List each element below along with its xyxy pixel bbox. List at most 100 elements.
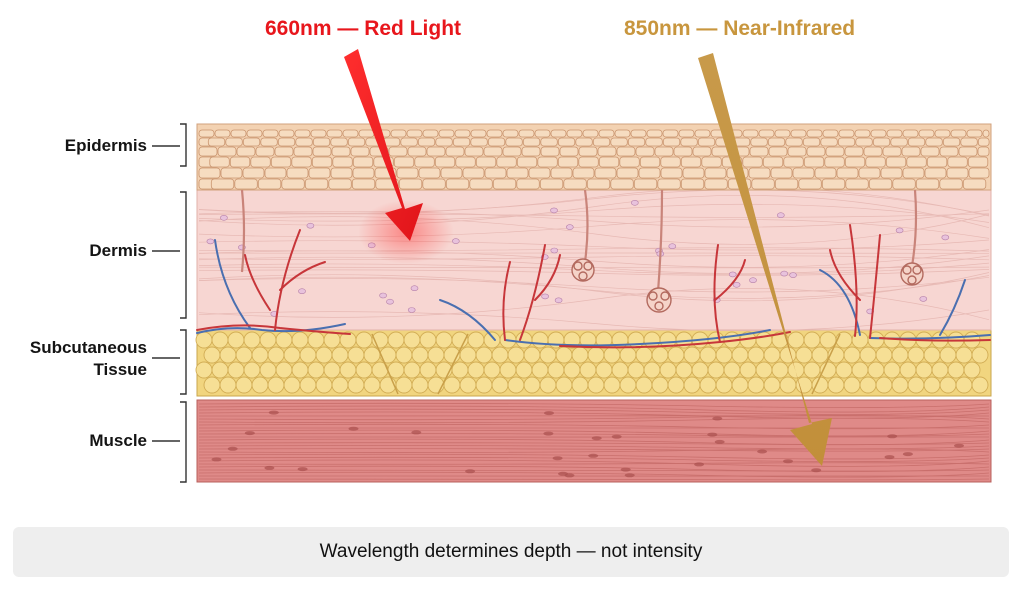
epidermal-cell bbox=[293, 146, 313, 157]
epidermal-cell bbox=[550, 167, 573, 179]
dermal-cell bbox=[220, 215, 228, 221]
fat-cell bbox=[707, 361, 725, 379]
dermal-cell bbox=[379, 292, 387, 299]
muscle-nucleus bbox=[552, 456, 563, 461]
collagen-fiber bbox=[198, 275, 990, 299]
fat-cell bbox=[395, 346, 413, 364]
epidermal-cell bbox=[242, 167, 265, 179]
fat-cell bbox=[307, 331, 325, 349]
dermal-cell bbox=[776, 212, 785, 218]
collagen-fiber bbox=[198, 194, 990, 229]
muscle-nucleus bbox=[884, 455, 895, 460]
epidermal-cell bbox=[496, 156, 517, 168]
muscle-fiber bbox=[198, 462, 990, 465]
epidermal-cell bbox=[414, 156, 435, 168]
fat-cell bbox=[467, 361, 485, 379]
epidermal-cell bbox=[445, 178, 470, 190]
collagen-fiber bbox=[198, 209, 990, 228]
fat-cell bbox=[747, 346, 765, 364]
epidermis-label: Epidermis bbox=[64, 136, 147, 155]
dermis-label: Dermis bbox=[89, 241, 147, 260]
epidermal-cell bbox=[521, 146, 541, 157]
epidermal-cell bbox=[939, 178, 963, 190]
epidermal-cell bbox=[680, 156, 702, 168]
fat-cell bbox=[251, 346, 269, 364]
fat-cell bbox=[555, 346, 573, 364]
collagen-fiber bbox=[198, 309, 990, 332]
fat-cell bbox=[843, 346, 861, 364]
collagen-fiber bbox=[198, 272, 990, 302]
epidermal-cell bbox=[330, 167, 353, 179]
epidermal-cell bbox=[837, 137, 856, 147]
epidermal-cell bbox=[694, 129, 711, 138]
fat-cell bbox=[403, 361, 421, 379]
epidermal-cell bbox=[559, 146, 579, 157]
fat-cell bbox=[475, 346, 493, 364]
epidermal-cell bbox=[270, 156, 292, 168]
epidermal-cell bbox=[692, 146, 712, 157]
fat-cell bbox=[963, 361, 981, 379]
fat-cell bbox=[747, 376, 765, 394]
fat-cell bbox=[331, 346, 349, 364]
fat-cell bbox=[651, 376, 669, 394]
epidermal-cell bbox=[920, 146, 940, 157]
fat-cell bbox=[499, 361, 517, 379]
epidermal-cell bbox=[352, 167, 375, 179]
red-light-arrow bbox=[344, 49, 423, 241]
fat-cell bbox=[859, 376, 877, 394]
epidermal-cell bbox=[697, 137, 716, 147]
muscle-nucleus bbox=[544, 411, 554, 416]
epidermal-cell bbox=[278, 129, 295, 138]
muscle-fiber bbox=[198, 445, 990, 450]
epidermal-cell bbox=[821, 178, 846, 190]
fat-cell bbox=[587, 346, 605, 364]
epidermal-cell bbox=[802, 137, 821, 147]
muscle-fiber bbox=[198, 478, 990, 481]
epidermal-cell bbox=[783, 156, 804, 168]
epidermal-cell bbox=[863, 146, 883, 157]
fat-cell bbox=[235, 346, 253, 364]
epidermal-cell bbox=[790, 129, 807, 138]
fat-cell bbox=[803, 361, 821, 379]
epidermal-cell bbox=[660, 156, 681, 168]
epidermal-cell bbox=[838, 129, 855, 138]
fat-cell bbox=[211, 331, 229, 349]
epidermal-cell bbox=[331, 146, 351, 157]
fat-cell bbox=[419, 361, 437, 379]
epidermal-cell bbox=[915, 178, 940, 190]
fat-cell bbox=[795, 376, 813, 394]
fat-cell bbox=[363, 346, 381, 364]
fat-cell bbox=[659, 361, 677, 379]
epidermal-cell bbox=[967, 156, 989, 168]
muscle-nucleus bbox=[811, 468, 822, 473]
epidermal-cell bbox=[422, 178, 446, 190]
fat-cell bbox=[875, 376, 893, 394]
muscle-nucleus bbox=[227, 446, 238, 451]
muscle-fiber bbox=[198, 433, 990, 437]
epidermal-cell bbox=[454, 129, 471, 138]
fat-cell bbox=[443, 376, 461, 394]
fat-cell bbox=[627, 361, 645, 379]
muscle-nucleus bbox=[591, 436, 602, 441]
fat-cell bbox=[355, 361, 373, 379]
fat-cell bbox=[643, 361, 661, 379]
fat-cell bbox=[675, 361, 693, 379]
epidermal-cell bbox=[806, 129, 823, 138]
epidermal-cell bbox=[236, 146, 256, 157]
muscle-fiber bbox=[198, 438, 990, 446]
epidermal-cell bbox=[528, 167, 551, 179]
collagen-fiber bbox=[198, 214, 990, 245]
fat-cell bbox=[923, 376, 941, 394]
fat-cell bbox=[427, 376, 445, 394]
epidermal-cell bbox=[748, 167, 771, 179]
dermal-cell bbox=[550, 247, 559, 254]
fat-cell bbox=[395, 376, 413, 394]
fat-cell bbox=[715, 346, 733, 364]
dermal-cell bbox=[630, 200, 639, 206]
epidermal-cell bbox=[925, 137, 943, 147]
fat-cell bbox=[235, 376, 253, 394]
epidermal-cell bbox=[892, 178, 916, 190]
epidermal-cell bbox=[214, 129, 231, 138]
epidermal-cell bbox=[417, 137, 436, 147]
dermal-cell bbox=[789, 272, 797, 278]
